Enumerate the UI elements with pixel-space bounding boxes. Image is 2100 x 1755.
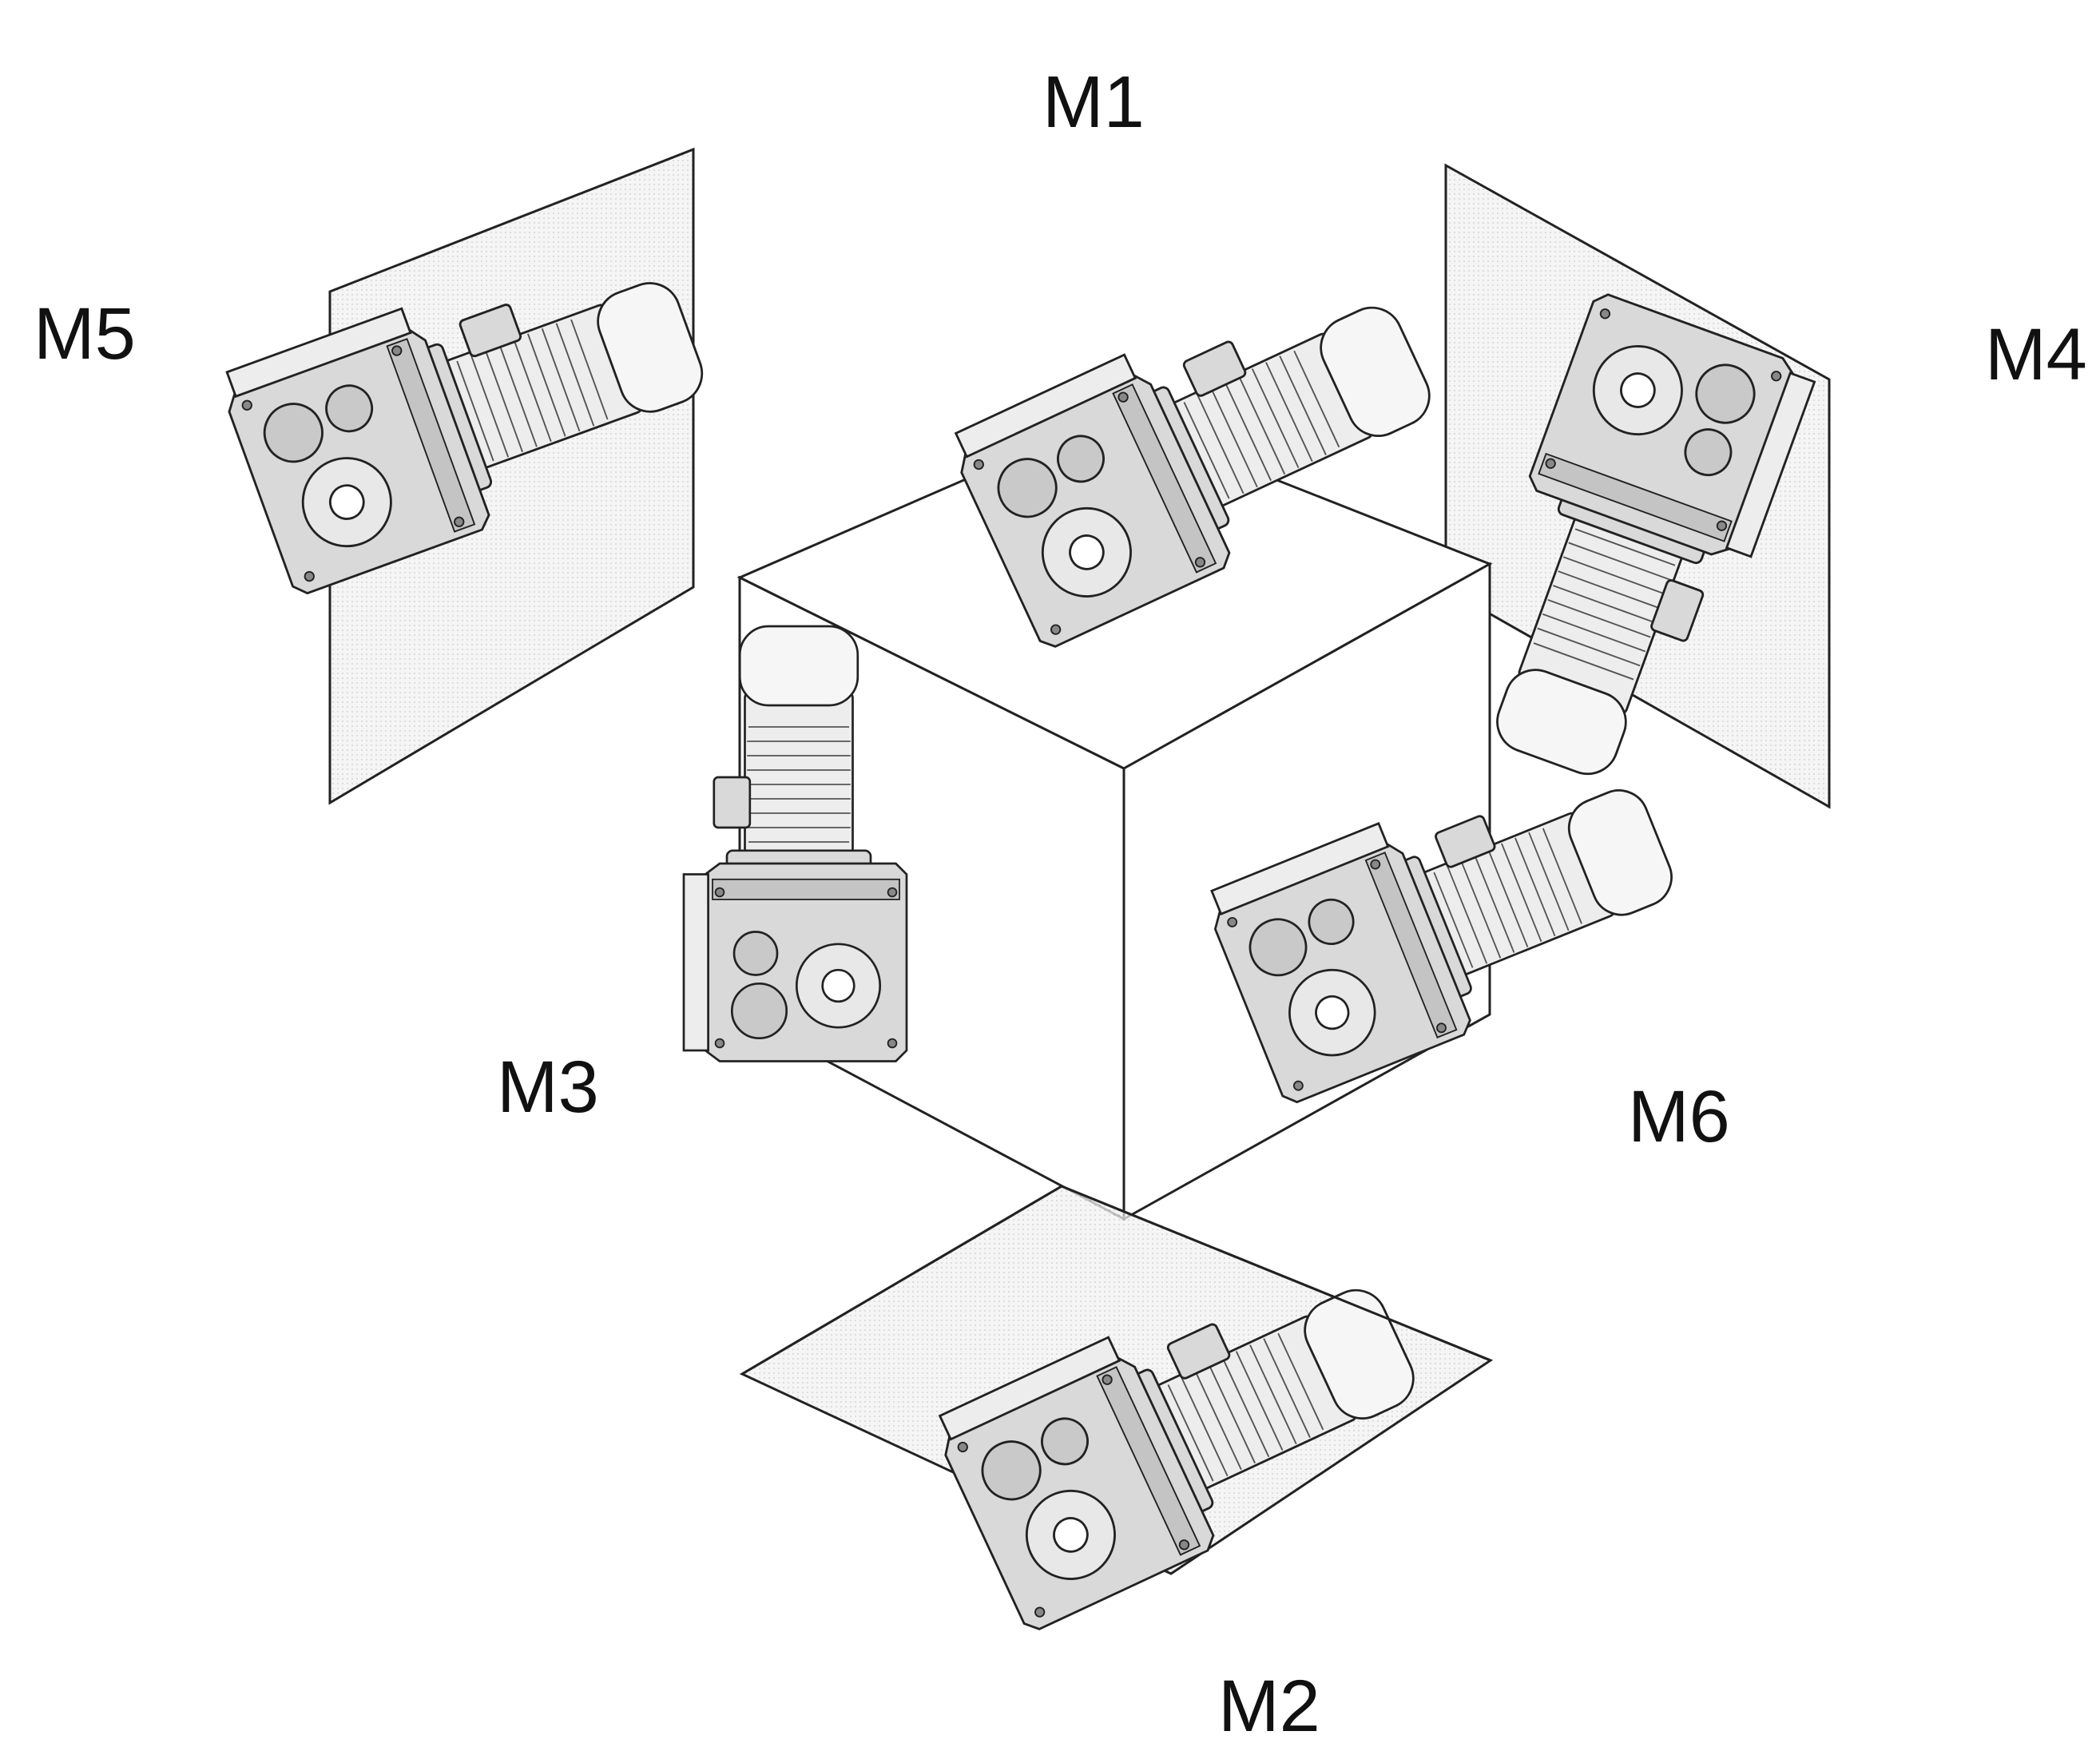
position-label-m4: M4 <box>1985 314 2087 395</box>
position-label-m6: M6 <box>1628 1076 1730 1157</box>
position-label-m3: M3 <box>497 1046 599 1128</box>
position-label-m1: M1 <box>1042 62 1145 143</box>
position-label-m5: M5 <box>34 293 136 375</box>
position-label-m2: M2 <box>1218 1666 1320 1747</box>
